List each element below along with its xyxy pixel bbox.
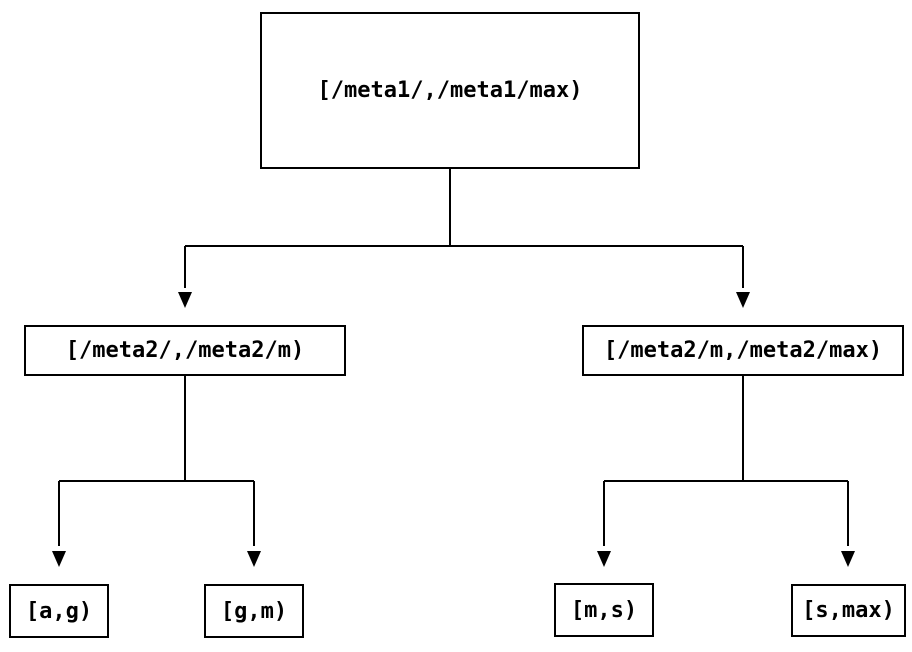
arrowhead-right-child — [736, 292, 750, 308]
arrowhead-left-child — [178, 292, 192, 308]
node-leaf-g-m-label: [g,m) — [220, 598, 288, 624]
node-right-child: [/meta2/m,/meta2/max) — [582, 325, 904, 376]
arrowhead-leaf-a-g — [52, 551, 66, 567]
edge-left-child-leaf-a-g — [58, 376, 186, 546]
arrowhead-leaf-g-m — [247, 551, 261, 567]
node-leaf-m-s: [m,s) — [554, 583, 654, 637]
arrowhead-leaf-m-s — [597, 551, 611, 567]
node-root-label: [/meta1/,/meta1/max) — [317, 78, 583, 103]
node-right-child-label: [/meta2/m,/meta2/max) — [603, 338, 883, 363]
node-leaf-s-max: [s,max) — [791, 584, 906, 637]
node-leaf-g-m: [g,m) — [204, 584, 304, 638]
node-leaf-a-g-label: [a,g) — [25, 598, 93, 624]
edge-right-child-leaf-m-s — [603, 376, 744, 546]
edge-root-left-child — [184, 169, 451, 288]
node-leaf-m-s-label: [m,s) — [570, 597, 638, 623]
node-left-child: [/meta2/,/meta2/m) — [24, 325, 346, 376]
node-leaf-s-max-label: [s,max) — [802, 598, 895, 623]
edge-root-right-child — [450, 245, 744, 288]
edge-left-child-leaf-g-m — [185, 480, 255, 546]
node-root: [/meta1/,/meta1/max) — [260, 12, 640, 169]
node-left-child-label: [/meta2/,/meta2/m) — [65, 338, 305, 363]
node-leaf-a-g: [a,g) — [9, 584, 109, 638]
edge-right-child-leaf-s-max — [743, 480, 849, 546]
arrowhead-leaf-s-max — [841, 551, 855, 567]
